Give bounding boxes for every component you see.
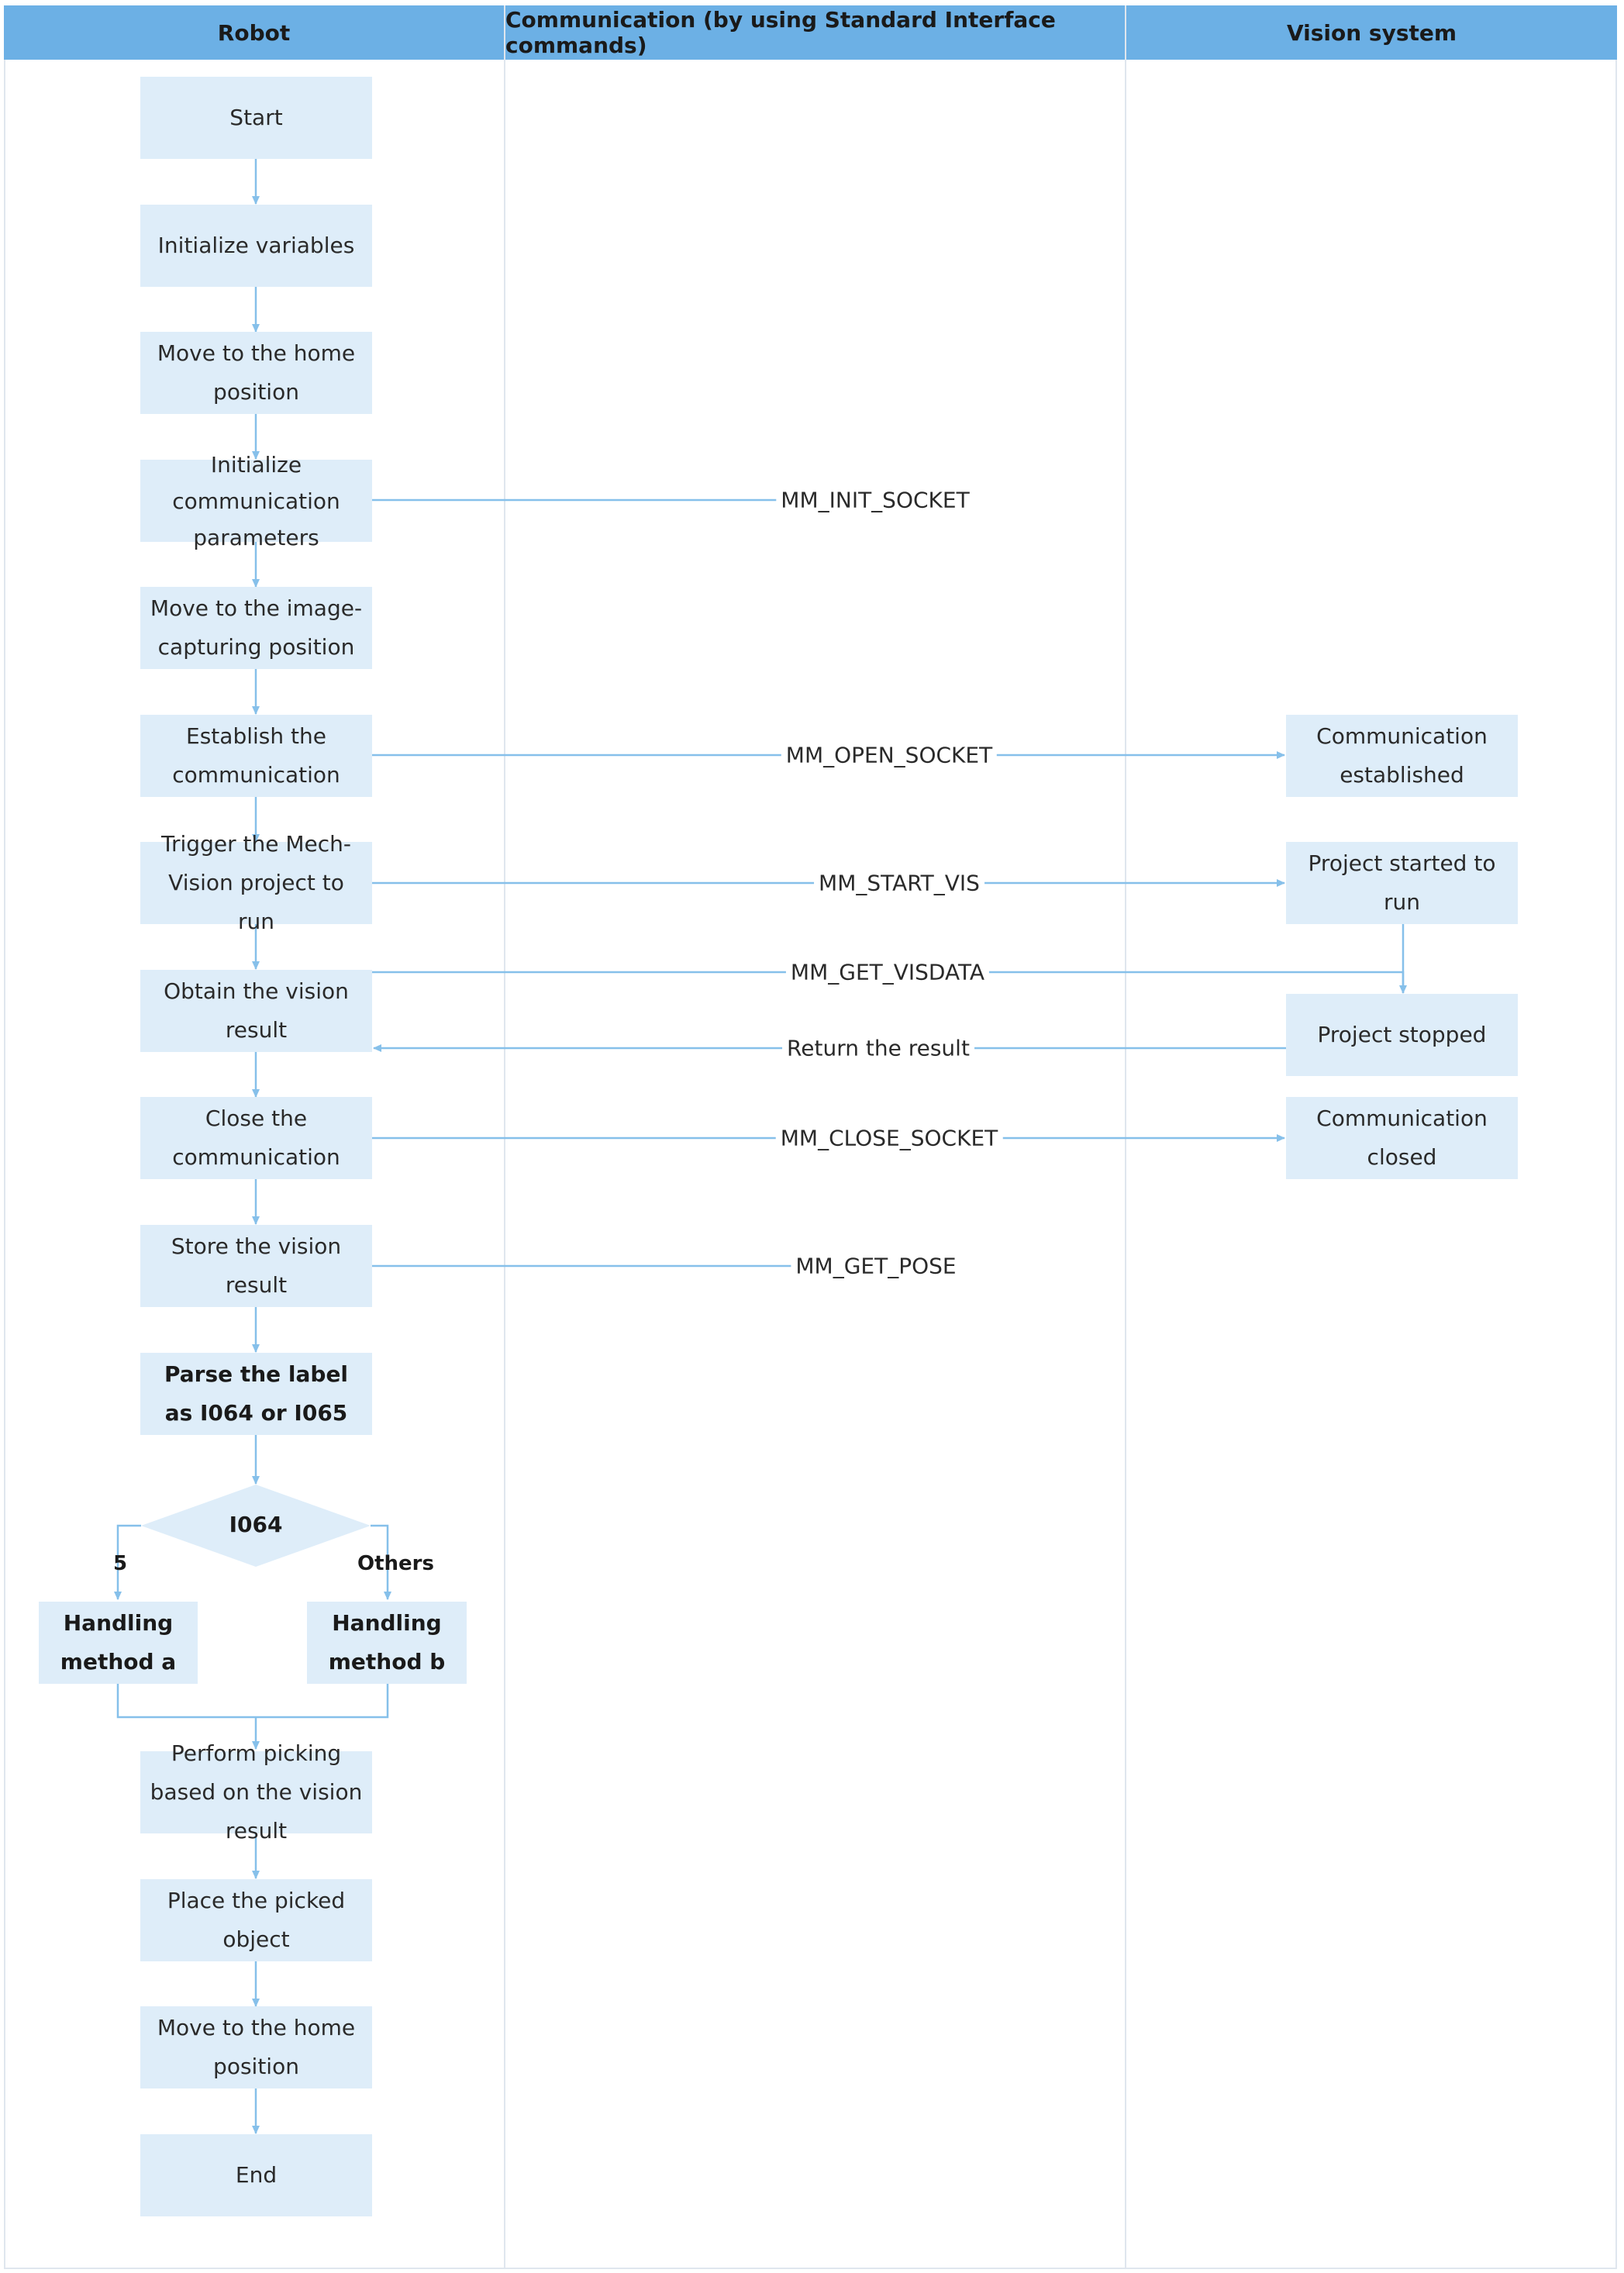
node-move-home-final: Move to the home position: [140, 2006, 372, 2088]
node-project-started: Project started to run: [1286, 842, 1518, 924]
decision-label: I064: [229, 1511, 283, 1537]
node-perform-picking: Perform picking based on the vision resu…: [140, 1740, 372, 1844]
node-place-object: Place the picked object: [140, 1879, 372, 1961]
lane-header-communication: Communication (by using Standard Interfa…: [505, 5, 1125, 60]
command-start-vis: MM_START_VIS: [814, 870, 984, 896]
node-move-image-position: Move to the image-capturing position: [140, 587, 372, 669]
command-close-socket: MM_CLOSE_SOCKET: [775, 1125, 1003, 1151]
node-method-b: Handling method b: [307, 1602, 467, 1684]
lane-header-robot: Robot: [4, 5, 504, 60]
node-close-communication: Close the communication: [140, 1097, 372, 1179]
diamond-shape: [141, 1485, 371, 1567]
node-move-home: Move to the home position: [140, 332, 372, 414]
branch-label-left: 5: [113, 1552, 128, 1575]
command-return-result: Return the result: [782, 1035, 974, 1061]
node-initialize-variables: Initialize variables: [140, 205, 372, 287]
command-get-pose: MM_GET_POSE: [791, 1253, 961, 1279]
command-get-visdata: MM_GET_VISDATA: [785, 959, 990, 985]
command-open-socket: MM_OPEN_SOCKET: [781, 742, 998, 768]
command-init-socket: MM_INIT_SOCKET: [776, 487, 974, 513]
node-communication-established: Communication established: [1286, 715, 1518, 797]
node-obtain-result: Obtain the vision result: [140, 970, 372, 1052]
node-communication-closed: Communication closed: [1286, 1097, 1518, 1179]
node-store-result: Store the vision result: [140, 1225, 372, 1307]
node-parse-label: Parse the label as I064 or I065: [140, 1353, 372, 1435]
decision-diamond: I064: [141, 1485, 371, 1567]
node-establish-communication: Establish the communication: [140, 715, 372, 797]
node-initialize-communication: Initialize communication parameters: [140, 452, 372, 550]
node-method-a: Handling method a: [39, 1602, 198, 1684]
lane-header-vision: Vision system: [1126, 5, 1617, 60]
node-end: End: [140, 2134, 372, 2216]
node-project-stopped: Project stopped: [1286, 994, 1518, 1076]
node-trigger-project: Trigger the Mech-Vision project to run: [140, 831, 372, 934]
node-start: Start: [140, 77, 372, 159]
branch-label-right: Others: [357, 1552, 434, 1575]
